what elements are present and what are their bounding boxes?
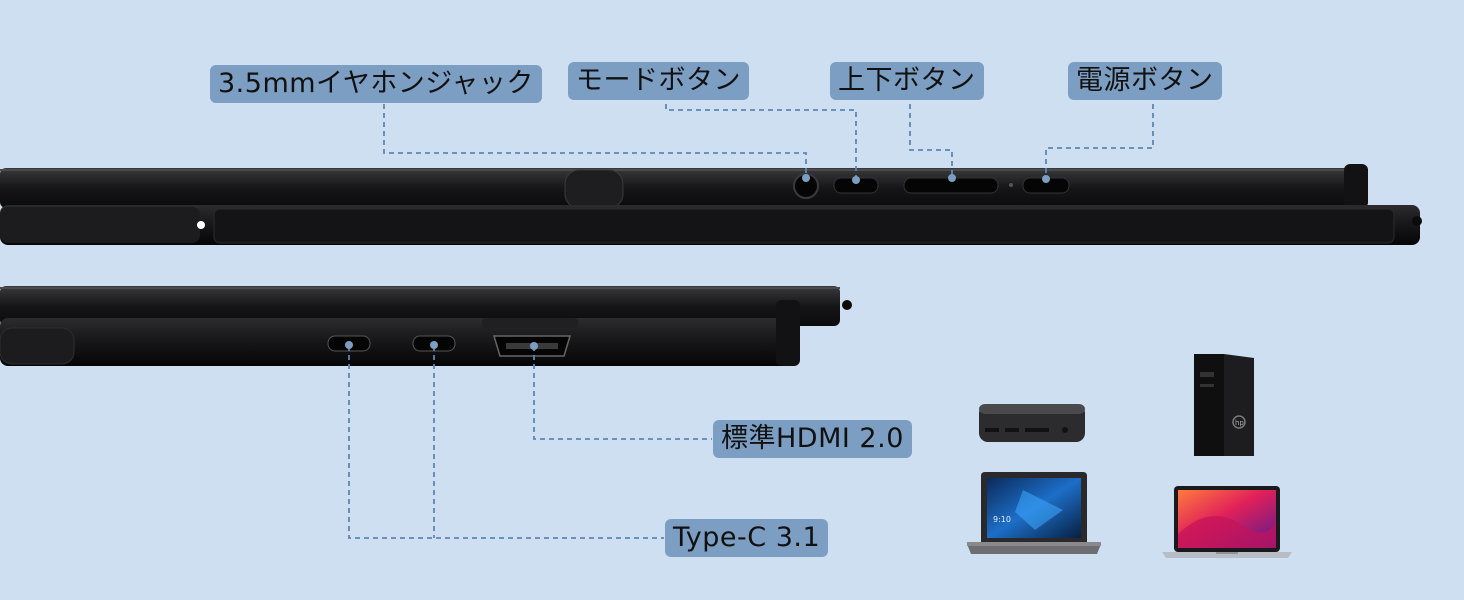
earphone-jack-label: 3.5mmイヤホンジャック bbox=[210, 65, 542, 103]
macbook-icon bbox=[1162, 486, 1292, 558]
hdmi-port-label: 標準HDMI 2.0 bbox=[713, 420, 912, 458]
tower-logo: hp bbox=[1235, 419, 1244, 427]
desktop-tower-icon: hp bbox=[1194, 354, 1254, 456]
leader-dots bbox=[345, 174, 1050, 350]
updown-button-label: 上下ボタン bbox=[830, 62, 984, 100]
mode-button-label: モードボタン bbox=[568, 62, 749, 100]
mini-pc-icon bbox=[979, 404, 1085, 442]
laptop-screen-time: 9:10 bbox=[993, 515, 1011, 524]
top-monitor-edge bbox=[0, 164, 1422, 245]
typec-ports-label: Type-C 3.1 bbox=[665, 519, 829, 557]
leader-lines bbox=[348, 104, 1154, 539]
windows-laptop-icon: 9:10 bbox=[967, 472, 1101, 554]
power-button-label: 電源ボタン bbox=[1068, 62, 1222, 100]
bottom-monitor-edge bbox=[0, 286, 852, 366]
